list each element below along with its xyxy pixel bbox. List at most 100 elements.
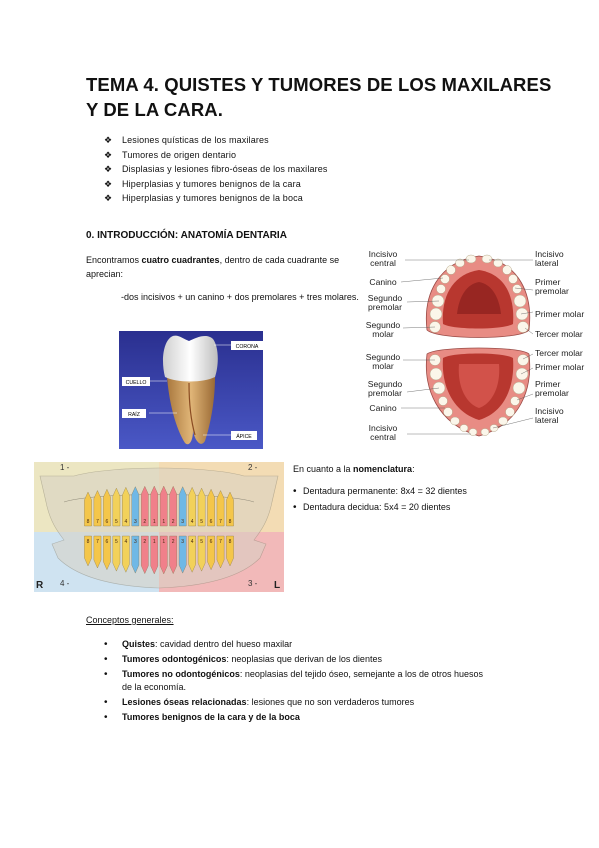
tooth: 6 — [103, 535, 111, 571]
tooth-number: 3 — [134, 539, 137, 545]
concepts-list: Quistes: cavidad dentro del hueso maxila… — [104, 638, 484, 726]
label-incisivo-central-upper: Incisivo — [369, 249, 398, 259]
quadrant-1-label: 1 - — [60, 463, 70, 472]
tooth: 1 — [150, 535, 159, 575]
svg-text:premolar: premolar — [368, 302, 402, 312]
list-item: ❖Lesiones quísticas de los maxilares — [104, 133, 328, 148]
right-side-label: R — [36, 580, 44, 591]
left-side-label: L — [274, 580, 280, 591]
tooth-number: 3 — [181, 539, 184, 545]
list-item: Dentadura permanente: 8x4 = 32 dientes — [293, 484, 533, 500]
tooth-number: 2 — [172, 539, 175, 545]
label-cuello: CUELLO — [126, 380, 147, 386]
tooth: 2 — [169, 485, 177, 527]
list-item: Lesiones óseas relacionadas: lesiones qu… — [104, 696, 484, 710]
tooth-number: 1 — [153, 519, 156, 525]
tooth: 3 — [131, 486, 140, 527]
tooth: 4 — [188, 535, 196, 573]
tooth-number: 7 — [219, 519, 222, 525]
label-segundo-molar-lower: Segundo — [366, 352, 401, 362]
diamond-bullet-icon: ❖ — [104, 149, 113, 160]
tooth: 6 — [207, 488, 215, 527]
svg-text:lateral: lateral — [535, 258, 558, 268]
tooth: 1 — [159, 485, 168, 527]
svg-text:molar: molar — [372, 361, 394, 371]
label-canino-upper: Canino — [369, 277, 396, 287]
label-tercer-molar-lower: Tercer molar — [535, 348, 583, 358]
tooth: 3 — [178, 486, 187, 527]
tooth-number: 4 — [124, 539, 127, 545]
list-item: Dentadura decidua: 5x4 = 20 dientes — [293, 500, 533, 516]
svg-text:premolar: premolar — [535, 286, 569, 296]
tooth: 2 — [169, 535, 177, 575]
label-segundo-premolar-lower: Segundo — [368, 379, 403, 389]
label-incisivo-lateral-upper: Incisivo — [535, 249, 564, 259]
tooth-number: 2 — [172, 519, 175, 525]
label-apice: ÁPICE — [236, 433, 252, 440]
tooth: 3 — [178, 535, 187, 574]
tooth-number: 5 — [115, 519, 118, 525]
tooth-number: 4 — [191, 519, 194, 525]
label-corona: CORONA — [236, 344, 259, 350]
list-item: ❖Tumores de origen dentario — [104, 148, 328, 163]
quadrant-2-label: 2 - — [248, 463, 258, 472]
svg-text:lateral: lateral — [535, 415, 558, 425]
tooth-number: 2 — [143, 539, 146, 545]
label-tercer-molar-upper: Tercer molar — [535, 329, 583, 339]
tooth-number: 8 — [229, 539, 232, 545]
tooth: 2 — [141, 485, 149, 527]
list-item: Tumores no odontogénicos: neoplasias del… — [104, 668, 484, 695]
tooth-number: 6 — [106, 519, 109, 525]
tooth: 6 — [207, 535, 215, 571]
tooth-number: 1 — [162, 519, 165, 525]
tooth: 2 — [141, 535, 149, 575]
label-segundo-molar-upper: Segundo — [366, 320, 401, 330]
tooth: 8 — [226, 491, 234, 527]
label-raiz: RAÍZ — [128, 411, 140, 418]
tooth-number: 1 — [162, 539, 165, 545]
tooth: 7 — [216, 535, 225, 569]
label-primer-premolar-upper: Primer — [535, 277, 560, 287]
svg-text:central: central — [370, 258, 396, 268]
tooth: 8 — [84, 535, 92, 567]
svg-text:central: central — [370, 432, 396, 442]
tooth: 4 — [122, 486, 130, 527]
tooth-number: 6 — [210, 519, 213, 525]
diamond-bullet-icon: ❖ — [104, 164, 113, 175]
tooth-number: 3 — [134, 519, 137, 525]
tooth-number: 7 — [96, 539, 99, 545]
dental-arches-diagram: Incisivo central Canino Segundo premolar… — [361, 248, 593, 444]
intro-paragraph: Encontramos cuatro cuadrantes, dentro de… — [86, 255, 340, 279]
title-line-1: TEMA 4. QUISTES Y TUMORES DE LOS MAXILAR… — [86, 74, 552, 95]
tooth: 8 — [84, 491, 92, 527]
tooth-number: 3 — [181, 519, 184, 525]
tooth: 6 — [103, 488, 111, 527]
tooth-number: 6 — [210, 539, 213, 545]
diamond-bullet-icon: ❖ — [104, 135, 113, 145]
diamond-bullet-icon: ❖ — [104, 193, 113, 204]
topics-list: ❖Lesiones quísticas de los maxilares ❖Tu… — [104, 133, 328, 206]
tooth: 7 — [216, 490, 225, 527]
tooth-number: 8 — [87, 519, 90, 525]
list-item: ❖Displasias y lesiones fibro-óseas de lo… — [104, 162, 328, 177]
tooth: 1 — [150, 485, 159, 527]
document-title: TEMA 4. QUISTES Y TUMORES DE LOS MAXILAR… — [86, 72, 552, 122]
nomenclature-block: En cuanto a la nomenclatura: Dentadura p… — [293, 462, 533, 515]
teeth-formula: -dos incisivos + un canino + dos premola… — [121, 292, 359, 302]
quadrant-4-label: 4 - — [60, 579, 70, 588]
tooth-number: 5 — [200, 519, 203, 525]
tooth-number: 2 — [143, 519, 146, 525]
svg-text:premolar: premolar — [368, 388, 402, 398]
tooth-number: 7 — [219, 539, 222, 545]
svg-text:premolar: premolar — [535, 388, 569, 398]
tooth: 7 — [93, 490, 102, 527]
tooth-number: 6 — [106, 539, 109, 545]
tooth: 4 — [188, 486, 196, 527]
tooth: 4 — [122, 535, 130, 573]
quadrant-3-label: 3 - — [248, 579, 258, 588]
concepts-heading: Conceptos generales: — [86, 615, 174, 625]
tooth-number: 7 — [96, 519, 99, 525]
tooth: 5 — [112, 535, 121, 572]
nomenclature-title: En cuanto a la nomenclatura: — [293, 464, 415, 474]
